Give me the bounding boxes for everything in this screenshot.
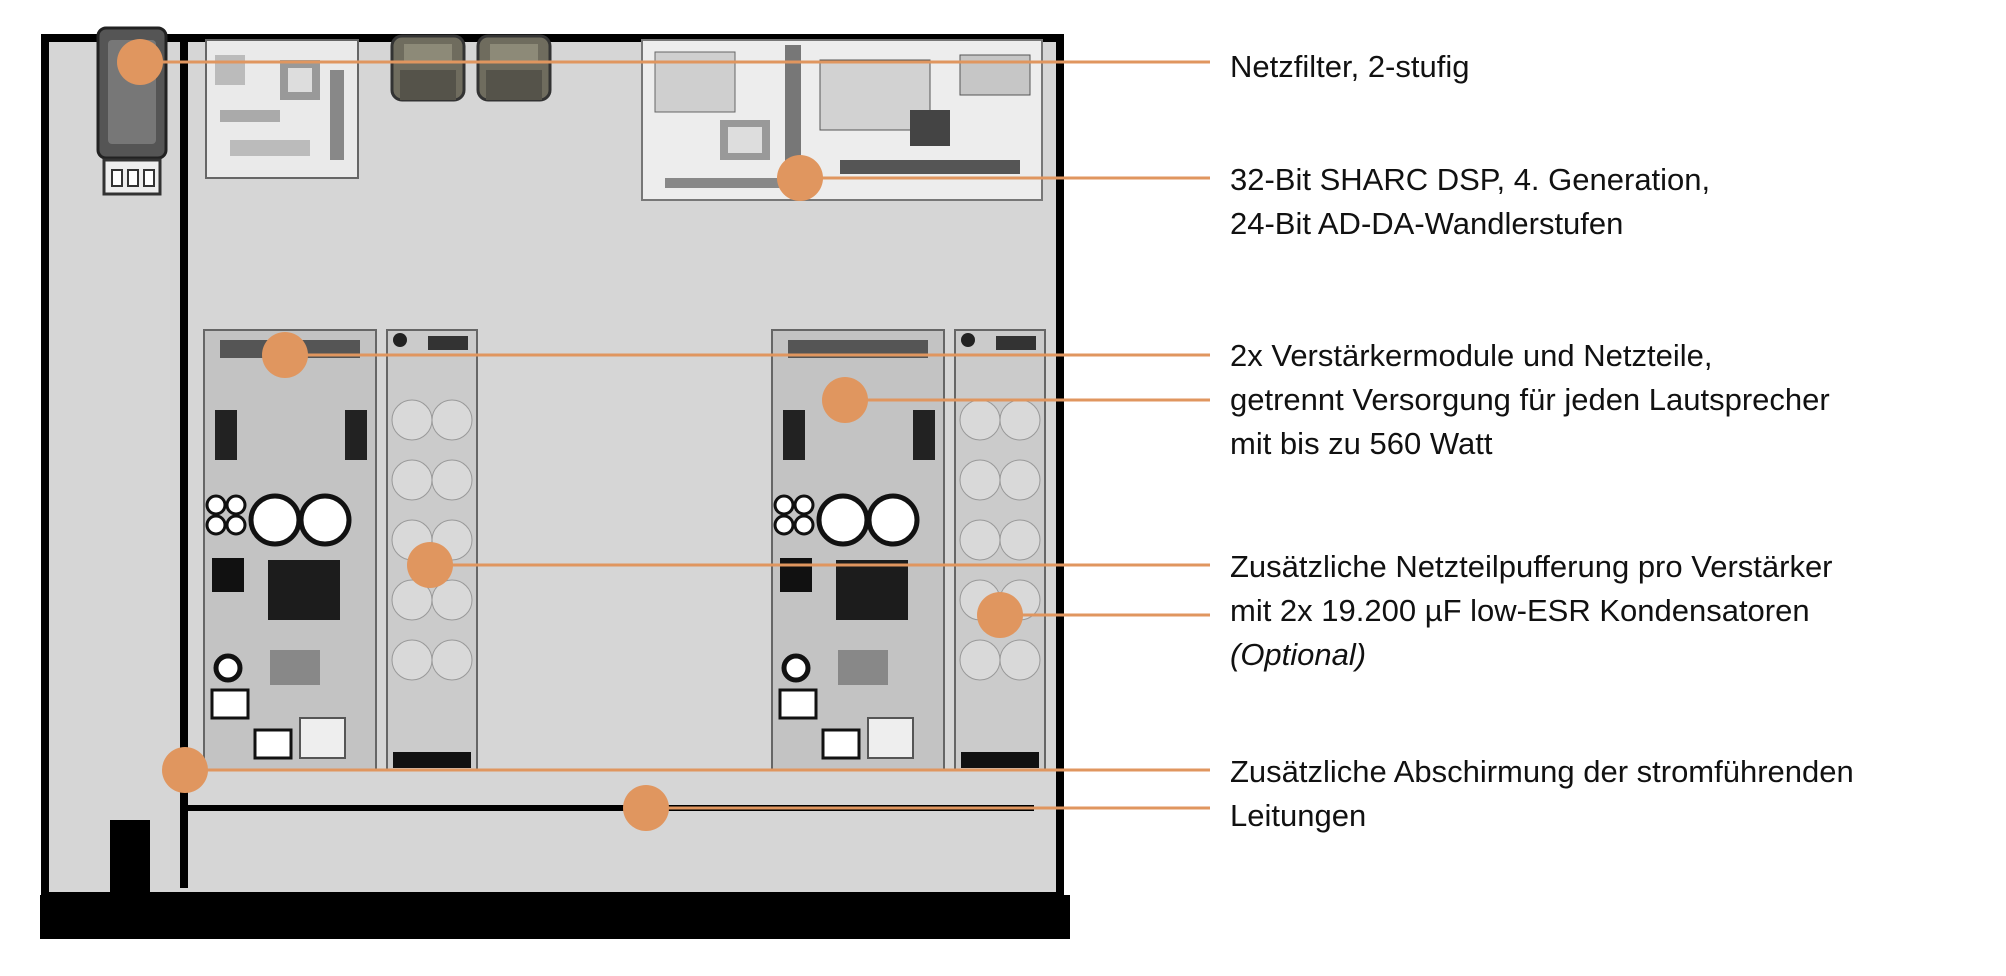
callout-puffer-line-1: Zusätzliche Netzteilpufferung pro Verstä… [1230,549,1833,584]
callout-verstaerker-line-3: mit bis zu 560 Watt [1230,426,1493,461]
capacitor-bank-right [954,329,1046,771]
callout-puffer-line-2: mit 2x 19.200 µF low-ESR Kondensatoren [1230,593,1810,628]
dot-netzfilter [117,39,163,85]
leader-lines [140,60,1210,810]
dot-dsp [777,155,823,201]
dot-puffer-right [977,592,1023,638]
xlr-connectors [390,34,552,102]
amp-module-left [203,329,377,771]
dot-abschirmung-wall [162,747,208,793]
callout-puffer-note: (Optional) [1230,637,1367,672]
dot-abschirmung-plate [623,785,669,831]
callout-puffer: Zusätzliche Netzteilpufferung pro Verstä… [1230,545,1833,677]
dot-verstaerker-right [822,377,868,423]
dot-puffer-left [407,542,453,588]
dsp-board [641,39,1043,201]
callout-dsp-line-2: 24-Bit AD-DA-Wandlerstufen [1230,206,1624,241]
callout-abschirmung-line-1: Zusätzliche Abschirmung der stromführend… [1230,754,1854,789]
callout-verstaerker-line-2: getrennt Versorgung für jeden Lautsprech… [1230,382,1830,417]
callout-verstaerker-line-1: 2x Verstärkermodule und Netzteile, [1230,338,1713,373]
callout-netzfilter: Netzfilter, 2-stufig [1230,45,1469,89]
callout-abschirmung-line-2: Leitungen [1230,798,1367,833]
callout-dots [117,39,1023,831]
chassis-base-bar [40,895,1070,939]
mains-inlet-block [110,820,150,898]
callout-abschirmung: Zusätzliche Abschirmung der stromführend… [1230,750,1854,838]
callout-dsp: 32-Bit SHARC DSP, 4. Generation, 24-Bit … [1230,158,1710,246]
dot-verstaerker-left [262,332,308,378]
callout-netzfilter-line-1: Netzfilter, 2-stufig [1230,49,1470,84]
callout-verstaerker: 2x Verstärkermodule und Netzteile, getre… [1230,334,1830,466]
callout-dsp-line-1: 32-Bit SHARC DSP, 4. Generation, [1230,162,1711,197]
